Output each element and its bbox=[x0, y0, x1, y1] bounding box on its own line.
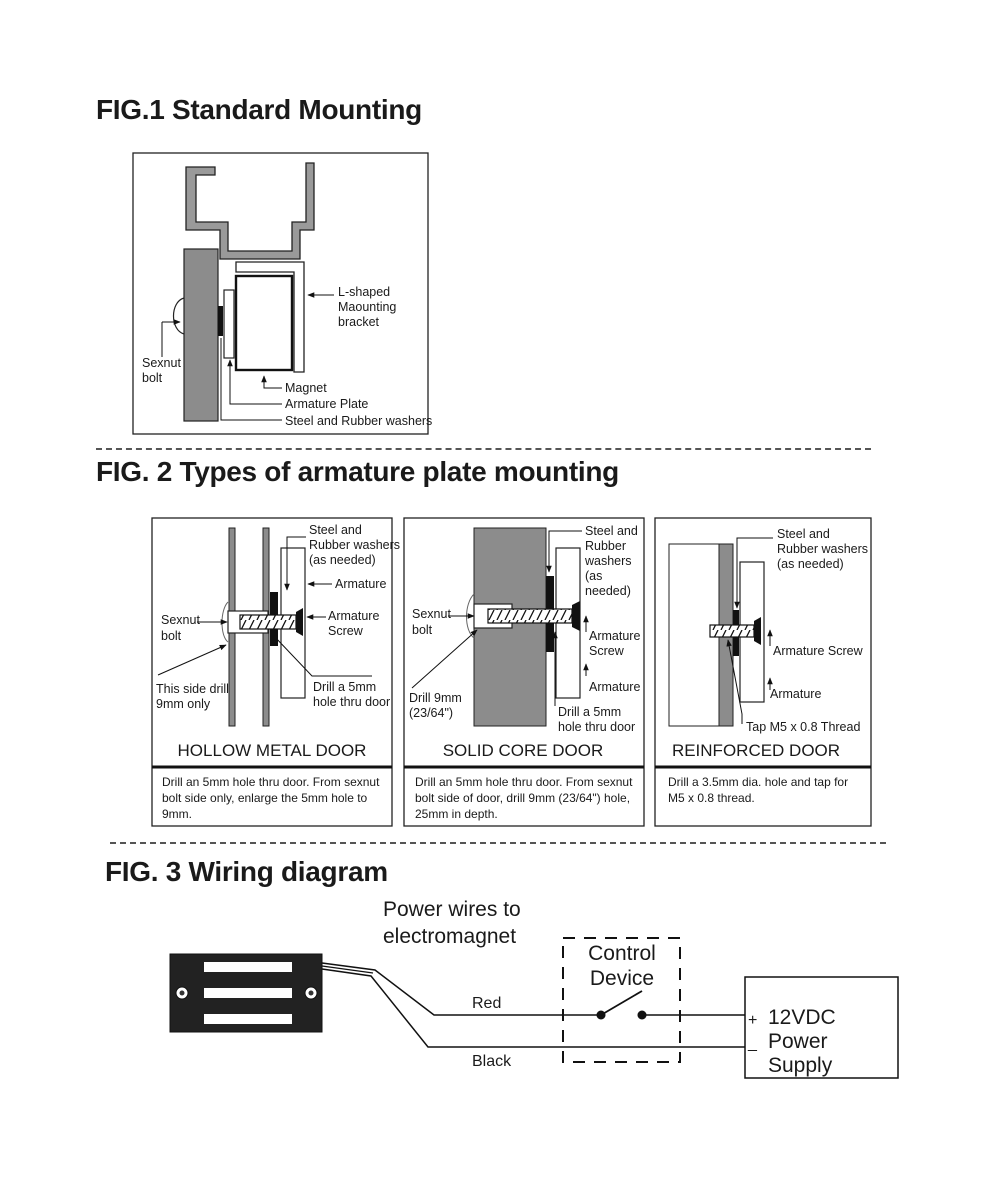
label-psu-2: Power bbox=[768, 1030, 828, 1053]
hollow-label-drill-thru-2: hole thru door bbox=[313, 695, 390, 709]
reinforced-armature-screw bbox=[709, 624, 755, 638]
fig2-title: FIG. 2 Types of armature plate mounting bbox=[96, 456, 619, 487]
hollow-label-washers-1: Steel and bbox=[309, 523, 362, 537]
label-bolt-1: Sexnut bbox=[142, 356, 181, 370]
reinforced-label-armature: Armature bbox=[770, 687, 821, 701]
power-supply-box bbox=[744, 976, 899, 1079]
solid-label-drill5-1: Drill a 5mm bbox=[558, 705, 621, 719]
label-plus: + bbox=[748, 1012, 757, 1029]
hollow-label-drill-thru-1: Drill a 5mm bbox=[313, 680, 376, 694]
solid-label-screw-1: Armature bbox=[589, 629, 640, 643]
reinforced-label-tap: Tap M5 x 0.8 Thread bbox=[746, 720, 860, 734]
solid-label-screw-2: Screw bbox=[589, 644, 625, 658]
label-power-wires-1: Power wires to bbox=[383, 898, 521, 921]
hollow-label-screw-2: Screw bbox=[328, 624, 364, 638]
solid-label-bolt-1: Sexnut bbox=[412, 607, 451, 621]
solid-label-drill9-2: (23/64") bbox=[409, 706, 453, 720]
solid-label-washers-3: washers bbox=[584, 554, 632, 568]
hollow-label-screw-1: Armature bbox=[328, 609, 379, 623]
label-psu-1: 12VDC bbox=[768, 1006, 836, 1029]
reinforced-label-washers-1: Steel and bbox=[777, 527, 830, 541]
label-bolt-2: bolt bbox=[142, 371, 163, 385]
solid-label-washers-2: Rubber bbox=[585, 539, 626, 553]
solid-label-armature: Armature bbox=[589, 680, 640, 694]
fig1-diagram: L-shaped Maounting bracket Sexnut bolt M… bbox=[132, 152, 432, 435]
label-bracket-2: Maounting bbox=[338, 300, 396, 314]
solid-label-washers-4: (as bbox=[585, 569, 602, 583]
label-minus: _ bbox=[747, 1035, 758, 1052]
reinforced-label-washers-2: Rubber washers bbox=[777, 542, 868, 556]
label-power-wires-2: electromagnet bbox=[383, 925, 516, 948]
hollow-label-drill-side-1: This side drill bbox=[156, 682, 229, 696]
label-magnet: Magnet bbox=[285, 381, 327, 395]
hollow-armature-screw bbox=[239, 614, 297, 630]
fig1-title: FIG.1 Standard Mounting bbox=[96, 94, 422, 125]
hollow-label-bolt-1: Sexnut bbox=[161, 613, 200, 627]
solid-desc-3: 25mm in depth. bbox=[415, 807, 498, 821]
solid-caption: SOLID CORE DOOR bbox=[443, 741, 604, 760]
section-divider-2 bbox=[110, 842, 886, 844]
label-bracket-3: bracket bbox=[338, 315, 380, 329]
reinforced-desc-1: Drill a 3.5mm dia. hole and tap for bbox=[668, 775, 848, 789]
solid-label-washers-1: Steel and bbox=[585, 524, 638, 538]
solid-label-drill9-1: Drill 9mm bbox=[409, 691, 462, 705]
fig2-hollow-metal-door: Steel and Rubber washers (as needed) Arm… bbox=[151, 517, 400, 827]
hollow-label-washers-3: (as needed) bbox=[309, 553, 376, 567]
solid-label-drill5-2: hole thru door bbox=[558, 720, 635, 734]
label-control-1: Control bbox=[588, 942, 656, 965]
fig2-reinforced-door: Steel and Rubber washers (as needed) Arm… bbox=[654, 517, 872, 827]
fig1-frame bbox=[132, 152, 429, 435]
solid-armature-screw bbox=[487, 608, 573, 624]
switch-lever bbox=[600, 990, 643, 1016]
hollow-label-washers-2: Rubber washers bbox=[309, 538, 400, 552]
solid-label-washers-5: needed) bbox=[585, 584, 631, 598]
label-red: Red bbox=[472, 995, 501, 1012]
reinforced-desc-2: M5 x 0.8 thread. bbox=[668, 791, 755, 805]
black-wire bbox=[321, 968, 745, 1048]
label-armature-plate: Armature Plate bbox=[285, 397, 368, 411]
reinforced-label-screw: Armature Screw bbox=[773, 644, 864, 658]
solid-desc-2: bolt side of door, drill 9mm (23/64") ho… bbox=[415, 791, 630, 805]
door-leaf bbox=[183, 248, 219, 422]
solid-label-bolt-2: bolt bbox=[412, 623, 433, 637]
armature-plate bbox=[223, 289, 235, 359]
solid-desc-1: Drill an 5mm hole thru door. From sexnut bbox=[415, 775, 633, 789]
l-shaped-bracket bbox=[235, 261, 305, 373]
hollow-desc-1: Drill an 5mm hole thru door. From sexnut bbox=[162, 775, 380, 789]
hollow-label-drill-side-2: 9mm only bbox=[156, 697, 211, 711]
reinforced-frame bbox=[654, 517, 872, 827]
fig2-solid-core-door: Steel and Rubber washers (as needed) Sex… bbox=[403, 517, 645, 827]
hollow-frame bbox=[151, 517, 393, 827]
fig3-wiring-diagram: Power wires to electromagnet Control Dev… bbox=[169, 898, 899, 1079]
hollow-desc-2: bolt side only, enlarge the 5mm hole to bbox=[162, 791, 368, 805]
hollow-label-armature: Armature bbox=[335, 577, 386, 591]
magnet bbox=[234, 274, 294, 372]
sexnut-bolt-head bbox=[172, 297, 185, 335]
switch-contact-right bbox=[637, 1010, 647, 1020]
fig3-title: FIG. 3 Wiring diagram bbox=[105, 856, 388, 887]
door-frame-profile bbox=[185, 162, 315, 260]
reinforced-caption: REINFORCED DOOR bbox=[672, 741, 840, 760]
hollow-caption: HOLLOW METAL DOOR bbox=[178, 741, 367, 760]
label-black: Black bbox=[472, 1053, 512, 1070]
solid-frame bbox=[403, 517, 645, 827]
hollow-desc-3: 9mm. bbox=[162, 807, 192, 821]
washers bbox=[218, 306, 223, 336]
section-divider-1 bbox=[96, 448, 871, 450]
label-washers: Steel and Rubber washers bbox=[285, 414, 432, 428]
label-psu-3: Supply bbox=[768, 1054, 833, 1077]
label-bracket-1: L-shaped bbox=[338, 285, 390, 299]
red-wire bbox=[321, 962, 600, 1016]
reinforced-label-washers-3: (as needed) bbox=[777, 557, 844, 571]
hollow-label-bolt-2: bolt bbox=[161, 629, 182, 643]
label-control-2: Device bbox=[590, 967, 654, 990]
control-device-box bbox=[562, 937, 681, 1063]
